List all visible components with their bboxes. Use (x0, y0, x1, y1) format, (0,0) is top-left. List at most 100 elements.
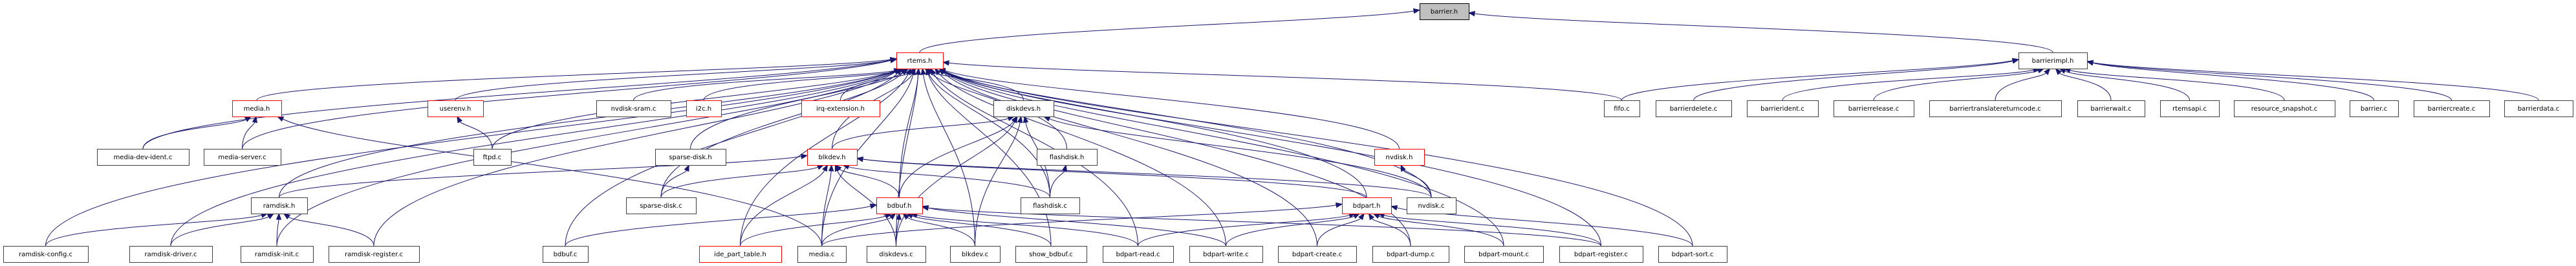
node-bdpart-mount-c[interactable]: bdpart-mount.c (1464, 246, 1544, 263)
node-label: media.h (244, 105, 270, 113)
node-box (2160, 100, 2220, 117)
node-barrierident-c[interactable]: barrierident.c (1747, 100, 1819, 117)
edge-ramdisk-driver-c-to-ramdisk-h (170, 216, 269, 247)
node-nvdisk-c[interactable]: nvdisk.c (1407, 197, 1456, 214)
node-media-h[interactable]: media.h (232, 100, 282, 117)
node-media-c[interactable]: media.c (797, 246, 847, 263)
node-diskdevs-c[interactable]: diskdevs.c (867, 246, 926, 263)
node-barriercreate-c[interactable]: barriercreate.c (2414, 100, 2490, 117)
node-bdpart-create-c[interactable]: bdpart-create.c (1278, 246, 1357, 263)
node-userenv-h[interactable]: userenv.h (428, 100, 484, 117)
node-barrier-c[interactable]: barrier.c (2350, 100, 2399, 117)
node-nvdisk-sram-c[interactable]: nvdisk-sram.c (596, 100, 671, 117)
arrowhead-icon (276, 116, 285, 122)
arrowhead-icon (1467, 10, 1475, 17)
edge-barriercreate-c-to-barrierimpl-h (2092, 62, 2452, 101)
node-bdpart-read-c[interactable]: bdpart-read.c (1103, 246, 1174, 263)
node-box (1747, 100, 1819, 117)
node-bdbuf-c[interactable]: bdbuf.c (543, 246, 589, 263)
node-box (1372, 246, 1449, 263)
node-ramdisk-register-c[interactable]: ramdisk-register.c (329, 246, 420, 263)
node-bdpart-write-c[interactable]: bdpart-write.c (1189, 246, 1263, 263)
node-box (1929, 100, 2062, 117)
arrowhead-icon (902, 213, 910, 220)
node-box (232, 100, 282, 117)
node-rtemsapi-c[interactable]: rtemsapi.c (2160, 100, 2220, 117)
edge-nvdisk-h-to-rtems-h (944, 70, 1400, 150)
node-ramdisk-h[interactable]: ramdisk.h (251, 197, 308, 214)
arrowhead-icon (900, 68, 907, 75)
node-blkdev-h[interactable]: blkdev.h (807, 149, 858, 166)
node-bdbuf-h[interactable]: bdbuf.h (876, 197, 923, 214)
node-bdpart-h[interactable]: bdpart.h (1342, 197, 1392, 214)
node-media-server-c[interactable]: media-server.c (204, 149, 281, 166)
arrowhead-icon (1012, 115, 1018, 124)
edge-bdpart-read-c-to-rtems-h (933, 73, 1138, 247)
node-flashdisk-c[interactable]: flashdisk.c (1021, 197, 1080, 214)
node-bdpart-register-c[interactable]: bdpart-register.c (1559, 246, 1643, 263)
node-barrierimpl-h[interactable]: barrierimpl.h (2019, 52, 2088, 69)
edge-bdbuf-h-to-rtems-h (899, 74, 919, 198)
edge-bdbuf-c-to-bdbuf-h (565, 206, 871, 247)
node-label: barrierdelete.c (1670, 105, 1718, 113)
node-label: bdpart-dump.c (1387, 251, 1434, 258)
node-box (1604, 100, 1640, 117)
arrowhead-icon (934, 67, 941, 76)
node-ftpd-c[interactable]: ftpd.c (473, 149, 512, 166)
node-ramdisk-init-c[interactable]: ramdisk-init.c (241, 246, 314, 263)
node-nvdisk-h[interactable]: nvdisk.h (1374, 149, 1425, 166)
node-diskdevs-h[interactable]: diskdevs.h (993, 100, 1054, 117)
node-fifo-c[interactable]: fifo.c (1604, 100, 1640, 117)
edge-flashdisk-c-to-blkdev-h (848, 166, 1050, 198)
node-blkdev-c[interactable]: blkdev.c (950, 246, 1001, 263)
node-show-bdbuf-c[interactable]: show_bdbuf.c (1015, 246, 1087, 263)
node-rtems-h[interactable]: rtems.h (896, 52, 944, 69)
node-irq-extension-h[interactable]: irq-extension.h (801, 100, 880, 117)
node-sparse-disk-c[interactable]: sparse-disk.c (626, 197, 697, 214)
node-ramdisk-driver-c[interactable]: ramdisk-driver.c (129, 246, 213, 263)
node-label: ftpd.c (483, 154, 502, 161)
node-label: barrier.h (1431, 8, 1458, 16)
node-ide-part-table-h[interactable]: ide_part_table.h (699, 246, 782, 263)
node-box (867, 246, 926, 263)
node-box (251, 197, 308, 214)
node-label: userenv.h (440, 105, 471, 113)
node-box (699, 246, 782, 263)
node-label: flashdisk.h (1050, 154, 1085, 161)
edge-bdpart-register-c-to-bdpart-h (1383, 215, 1601, 247)
node-sparse-disk-h[interactable]: sparse-disk.h (655, 149, 726, 166)
node-box (1374, 149, 1425, 166)
node-flashdisk-h[interactable]: flashdisk.h (1037, 149, 1098, 166)
edge-ramdisk-h-to-blkdev-h (279, 156, 802, 198)
node-box (1189, 246, 1263, 263)
arrowhead-icon (942, 60, 949, 66)
node-label: i2c.h (696, 105, 711, 113)
node-media-dev-ident-c[interactable]: media-dev-ident.c (97, 149, 189, 166)
edge-show-bdbuf-c-to-bdbuf-h (912, 216, 1052, 247)
arrowhead-icon (856, 156, 864, 162)
node-label: diskdevs.h (1006, 105, 1041, 113)
node-box (801, 100, 880, 117)
node-label: barrierident.c (1760, 105, 1804, 113)
node-barrierwait-c[interactable]: barrierwait.c (2077, 100, 2145, 117)
node-ramdisk-config-c[interactable]: ramdisk-config.c (3, 246, 89, 263)
edge-bdpart-read-c-to-bdbuf-h (916, 214, 1138, 247)
edge-barrierdata-c-to-barrierimpl-h (2092, 62, 2539, 101)
node-i2c-h[interactable]: i2c.h (686, 100, 722, 117)
node-barriertranslatereturncode-c[interactable]: barriertranslatereturncode.c (1929, 100, 2062, 117)
node-barrierdata-c[interactable]: barrierdata.c (2504, 100, 2573, 117)
node-bdpart-dump-c[interactable]: bdpart-dump.c (1372, 246, 1449, 263)
node-box (1103, 246, 1174, 263)
node-label: ramdisk-driver.c (145, 251, 197, 258)
node-resource-snapshot-c[interactable]: resource_snapshot.c (2234, 100, 2335, 117)
node-box (1658, 246, 1727, 263)
node-bdpart-sort-c[interactable]: bdpart-sort.c (1658, 246, 1727, 263)
node-barrierdelete-c[interactable]: barrierdelete.c (1656, 100, 1732, 117)
node-label: bdpart-register.c (1574, 251, 1628, 258)
arrowhead-icon (925, 67, 931, 76)
edge-fifo-c-to-rtems-h (948, 62, 1622, 101)
node-label: flashdisk.c (1033, 203, 1067, 210)
edge-i2c-h-to-rtems-h (703, 70, 904, 101)
node-barrierrelease-c[interactable]: barrierrelease.c (1834, 100, 1914, 117)
node-box (1342, 197, 1392, 214)
